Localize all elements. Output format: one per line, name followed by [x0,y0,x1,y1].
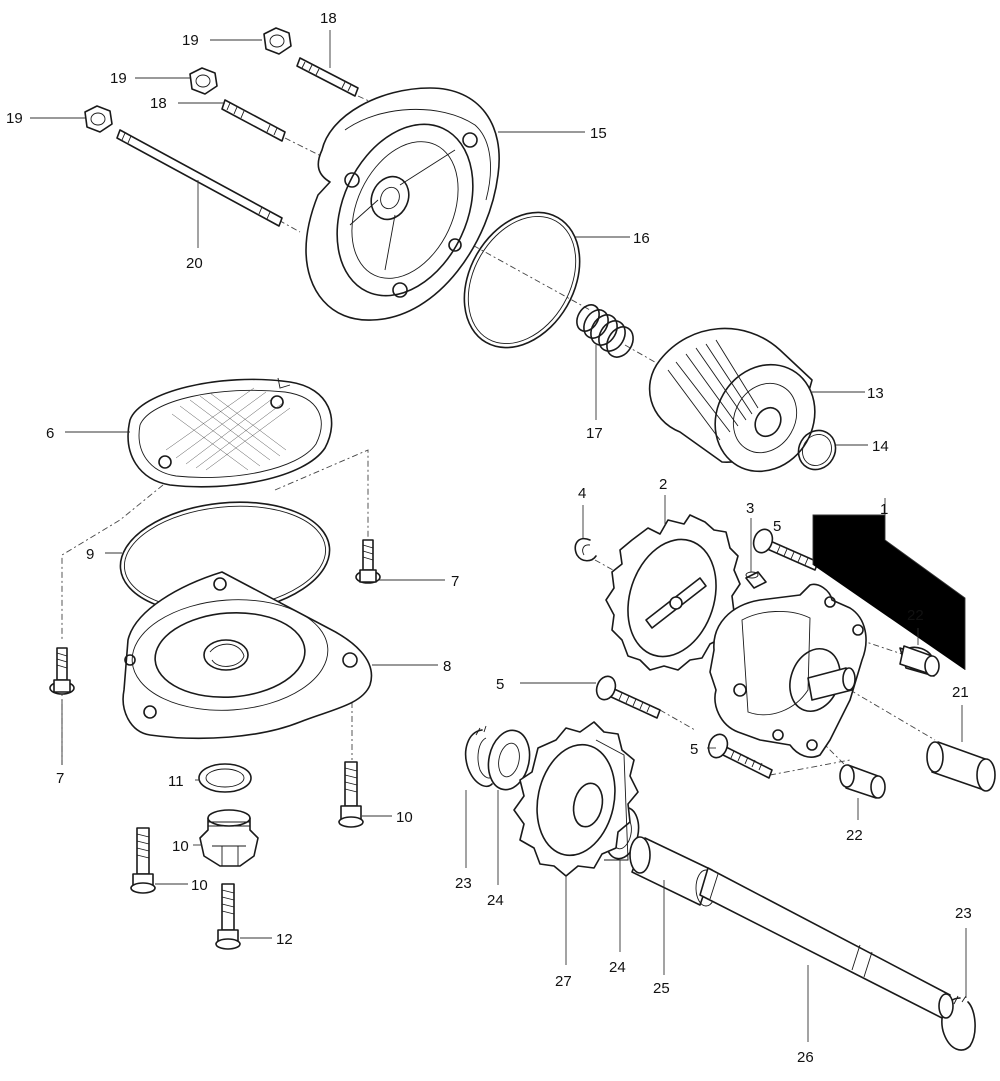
callout-12: 11 [168,773,184,790]
bolt-7-right [355,539,381,584]
callout-17: 17 [586,425,603,442]
callout-21: 21 [952,684,969,701]
screw-5-middle [595,675,661,719]
callout-5-bottom: 5 [690,741,698,758]
callout-20: 20 [186,255,203,272]
callout-19-top: 19 [182,32,199,49]
callout-25: 25 [653,980,670,997]
bolt-10-bottom [215,883,241,950]
callout-24-left: 24 [487,892,504,909]
callout-13: 13 [867,385,884,402]
callout-27: 27 [555,973,572,990]
callout-10-left: 10 [191,877,208,894]
callout-23-right: 23 [955,905,972,922]
callout-10-right: 10 [396,809,413,826]
callout-18-top: 18 [320,10,337,27]
callout-6: 6 [46,425,54,442]
pump-shaft-26 [699,867,954,1019]
o-ring-16 [463,211,581,349]
oil-filter-13 [648,327,816,473]
bolt-10-left [130,827,156,894]
callout-26: 26 [797,1049,814,1066]
callout-22-top: 22 [907,607,924,624]
callout-16: 16 [633,230,650,247]
bolt-7-left [49,647,75,695]
callout-15: 15 [590,125,607,142]
callout-1: 1 [880,501,888,518]
callout-8: 8 [443,658,451,675]
drive-gear-27 [513,721,639,877]
callout-22-bottom: 22 [846,827,863,844]
nut-19-lower [84,105,113,133]
pump-gear-2 [605,514,741,671]
sump-cover-8 [122,571,373,740]
callout-19-middle: 19 [110,70,127,87]
screw-5-top [752,528,819,571]
nut-19-middle [189,67,218,95]
washer-12 [198,763,252,793]
stud-18-top [296,57,359,97]
long-stud-20 [116,129,283,227]
nut-19-top [263,27,292,55]
callout-5-middle: 5 [496,676,504,693]
callout-23-left: 23 [455,875,472,892]
callout-7-right: 7 [451,573,459,590]
dowel-22-bottom [839,764,886,799]
callout-7-left: 7 [56,770,64,787]
o-ring-14 [797,429,837,471]
pin-3 [745,571,767,589]
callout-19-lower: 19 [6,110,23,127]
spring-17 [576,304,634,358]
oil-pump-body-1 [709,583,867,758]
callout-5-top: 5 [773,518,781,535]
circlip-23-left [464,725,493,788]
callout-14: 14 [872,438,889,455]
stud-18-lower [221,99,286,142]
callout-9: 9 [86,546,94,563]
callout-11: 10 [172,838,189,855]
callout-2: 2 [659,476,667,493]
filter-cover-15 [305,87,500,321]
dowel-22-top [899,645,940,677]
sleeve-21 [926,741,996,792]
bolt-10-right [338,761,364,828]
drain-plug-11 [199,809,259,867]
callout-18-lower: 18 [150,95,167,112]
screw-5-bottom [707,733,773,779]
callout-4: 4 [578,485,586,502]
callout-10-bottom: 12 [276,931,293,948]
washer-24-left [487,729,531,791]
callout-leaders [30,30,967,1042]
circlip-4 [574,537,597,562]
strainer-screen-6 [127,377,333,488]
callout-labels: 19 19 19 18 18 20 15 16 17 13 14 6 9 7 7… [6,10,972,1066]
callout-24-right: 24 [609,959,626,976]
callout-3: 3 [746,500,754,517]
